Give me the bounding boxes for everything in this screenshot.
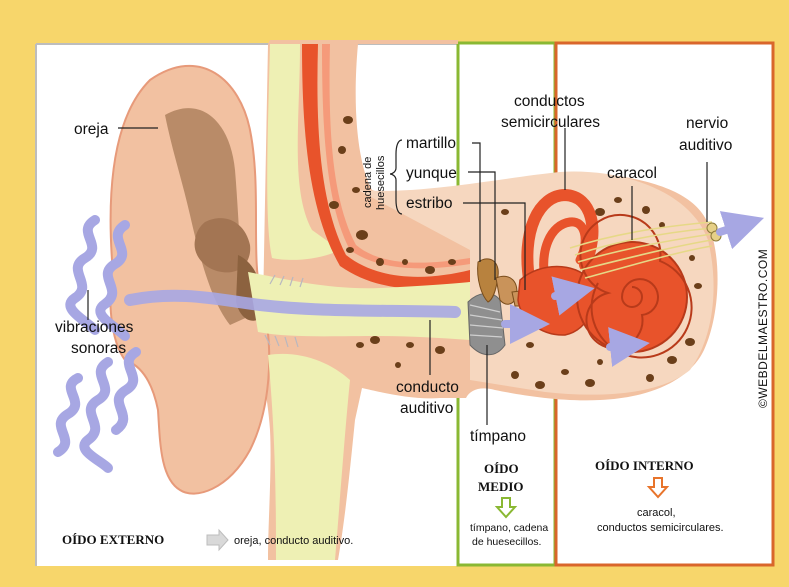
label-estribo: estribo xyxy=(406,195,453,212)
label-cadena-2: huesecillos xyxy=(375,155,387,210)
title-oido-medio-2: MEDIO xyxy=(478,479,524,494)
watermark: ©WEBDELMAESTRO.COM xyxy=(756,249,770,408)
label-conducto-1: conducto xyxy=(396,379,459,396)
label-semicirc-2: semicirculares xyxy=(501,114,600,131)
label-caracol: caracol xyxy=(607,165,657,182)
desc-oido-interno-1: caracol, xyxy=(637,507,676,519)
label-vibraciones-2: sonoras xyxy=(71,340,126,357)
title-oido-externo: OÍDO EXTERNO xyxy=(62,532,164,547)
title-oido-interno: OÍDO INTERNO xyxy=(595,458,694,473)
label-vibraciones-1: vibraciones xyxy=(55,319,134,336)
label-nervio-2: auditivo xyxy=(679,137,732,154)
label-nervio-1: nervio xyxy=(686,115,728,132)
desc-oido-externo: oreja, conducto auditivo. xyxy=(234,535,353,547)
title-oido-medio-1: OÍDO xyxy=(484,461,519,476)
desc-oido-medio-2: de huesecillos. xyxy=(472,536,541,548)
label-martillo: martillo xyxy=(406,135,456,152)
desc-oido-interno-2: conductos semicirculares. xyxy=(597,522,724,534)
label-timpano: tímpano xyxy=(470,428,526,445)
label-yunque: yunque xyxy=(406,165,457,182)
label-semicirc-1: conductos xyxy=(514,93,585,110)
label-conducto-2: auditivo xyxy=(400,400,453,417)
desc-oido-medio-1: tímpano, cadena xyxy=(470,522,548,534)
label-oreja: oreja xyxy=(74,121,109,138)
label-cadena-1: cadena de xyxy=(362,157,374,208)
